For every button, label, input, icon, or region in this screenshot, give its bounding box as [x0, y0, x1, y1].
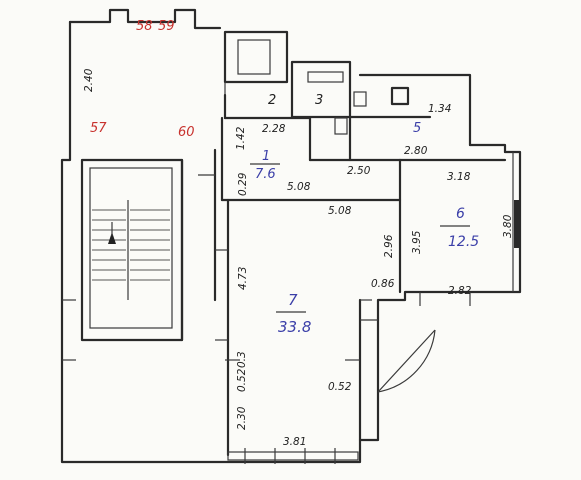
dim-2-82: 2.82	[448, 285, 472, 297]
room-labels: 1 7.6 2 3 5 6 12.5 7 33.8	[250, 93, 479, 336]
room-3-number: 3	[315, 93, 323, 108]
room-1-number: 1	[262, 149, 270, 164]
room-7-number: 7	[288, 291, 298, 309]
dim-0-52-left: 0.52	[236, 368, 248, 392]
dim-5-08-upper: 5.08	[287, 181, 311, 193]
room-1-area: 7.6	[255, 167, 276, 182]
dim-1-34: 1.34	[428, 103, 451, 115]
dim-2-50: 2.50	[347, 165, 371, 177]
room-7-area: 33.8	[278, 318, 311, 336]
axis-label-58: 58	[136, 19, 153, 34]
dimension-labels: 2.40 2.28 1.42 1.34 2.80 2.50 3.18 0.29 …	[83, 68, 514, 448]
dim-2-28: 2.28	[262, 123, 286, 135]
stair-core	[80, 158, 184, 342]
interior-walls	[220, 116, 507, 457]
outer-walls	[60, 8, 522, 464]
dim-3-18: 3.18	[447, 171, 471, 183]
dim-4-73: 4.73	[237, 267, 249, 290]
dim-0-29: 0.29	[237, 172, 249, 196]
axis-label-59: 59	[158, 19, 175, 34]
dim-0-3: 0.3	[236, 351, 248, 368]
windows	[227, 200, 520, 464]
dim-5-08-lower: 5.08	[328, 205, 352, 217]
dim-3-80: 3.80	[502, 214, 514, 238]
dim-2-30: 2.30	[236, 406, 248, 430]
dim-2-96: 2.96	[383, 234, 395, 258]
corridor-walls	[180, 148, 217, 342]
axis-label-57: 57	[90, 121, 107, 136]
shaft	[223, 30, 289, 95]
wall-ticks	[62, 249, 372, 361]
dim-2-80: 2.80	[404, 145, 428, 157]
axis-markers: 58 59 57 60	[90, 19, 195, 140]
dim-1-42: 1.42	[235, 126, 247, 150]
room-5-number: 5	[413, 121, 421, 136]
dim-0-86: 0.86	[371, 278, 395, 290]
room-6-area: 12.5	[448, 234, 479, 250]
dim-3-81: 3.81	[283, 436, 306, 448]
dim-0-52-right: 0.52	[328, 381, 352, 393]
dim-2-40: 2.40	[83, 68, 95, 92]
wet-rooms	[223, 60, 432, 162]
dim-3-95: 3.95	[411, 230, 423, 254]
room-2-number: 2	[268, 93, 276, 108]
entrance-door	[377, 329, 436, 393]
room-6-number: 6	[456, 206, 465, 222]
axis-label-60: 60	[178, 125, 195, 140]
